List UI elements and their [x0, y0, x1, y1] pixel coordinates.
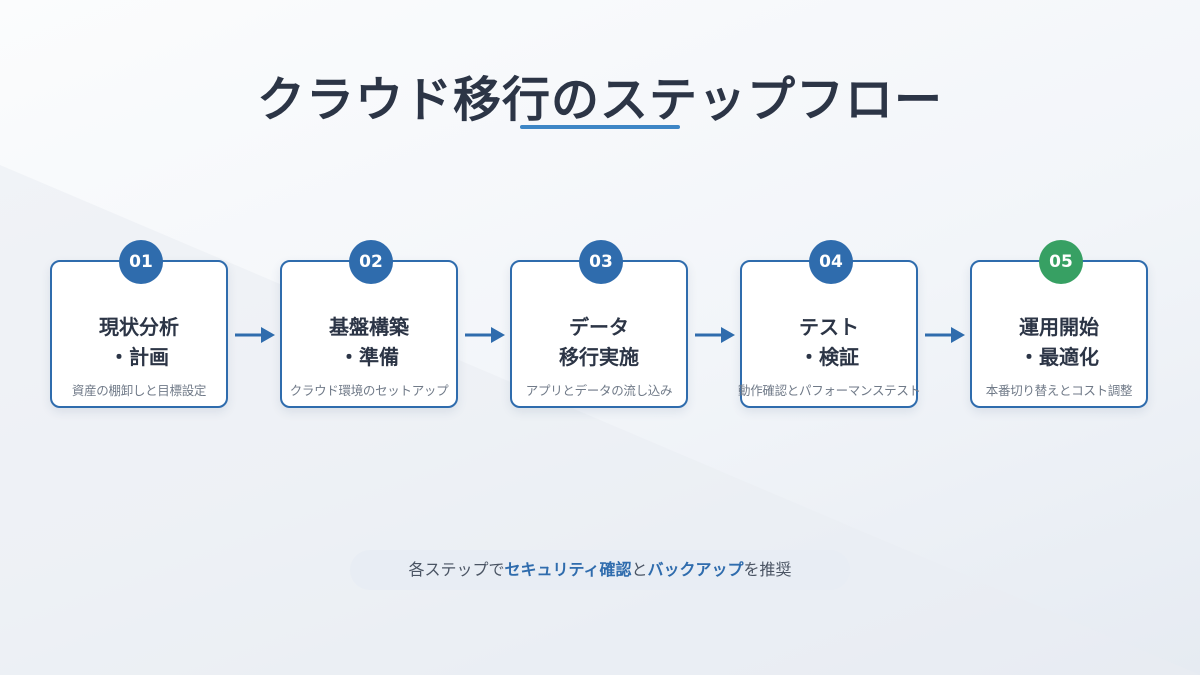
step-title: 運用開始 ・最適化 [972, 312, 1146, 372]
step-number-badge: 01 [119, 240, 163, 284]
step-title: 基盤構築 ・準備 [282, 312, 456, 372]
note-suffix: を推奨 [743, 560, 792, 579]
step-title: 現状分析 ・計画 [52, 312, 226, 372]
step-title-line2: ・計画 [109, 345, 169, 369]
step-description: クラウド環境のセットアップ [289, 383, 449, 398]
step-title-line1: 現状分析 [99, 315, 179, 339]
step-title-line1: テスト [799, 315, 859, 339]
step-number-badge: 03 [579, 240, 623, 284]
page-title: クラウド移行のステップフロー [256, 72, 943, 128]
step-number-badge: 04 [809, 240, 853, 284]
step-card-4: 04 テスト ・検証 動作確認とパフォーマンステスト [738, 240, 921, 408]
step-title-line1: 運用開始 [1019, 315, 1099, 339]
arrow-right-icon [925, 327, 965, 343]
arrow-right-icon [235, 327, 275, 343]
note-middle: と [631, 560, 648, 579]
title-underline [520, 125, 680, 129]
arrow-right-icon [465, 327, 505, 343]
note-highlight-security: セキュリティ確認 [504, 560, 632, 579]
step-description: 資産の棚卸しと目標設定 [71, 383, 207, 398]
step-description: 動作確認とパフォーマンステスト [738, 383, 921, 398]
step-number-badge: 05 [1039, 240, 1083, 284]
step-title-line2: ・検証 [799, 345, 859, 369]
arrow-right-icon [695, 327, 735, 343]
step-card-3: 03 データ 移行実施 アプリとデータの流し込み [510, 240, 688, 408]
step-title-line1: 基盤構築 [329, 315, 409, 339]
step-title: テスト ・検証 [742, 312, 916, 372]
step-title-line2: ・最適化 [1019, 345, 1099, 369]
step-card-2: 02 基盤構築 ・準備 クラウド環境のセットアップ [280, 240, 458, 408]
step-title: データ 移行実施 [512, 312, 686, 372]
note-prefix: 各ステップで [408, 560, 505, 579]
step-title-line1: データ [569, 315, 629, 339]
step-title-line2: ・準備 [339, 345, 399, 369]
step-description: アプリとデータの流し込み [525, 383, 673, 398]
step-number-badge: 02 [349, 240, 393, 284]
step-description: 本番切り替えとコスト調整 [985, 383, 1133, 398]
step-card-5: 05 運用開始 ・最適化 本番切り替えとコスト調整 [970, 240, 1148, 408]
recommendation-note: 各ステップでセキュリティ確認とバックアップを推奨 [350, 550, 850, 590]
note-highlight-backup: バックアップ [647, 560, 744, 579]
step-title-line2: 移行実施 [559, 345, 639, 369]
step-card-1: 01 現状分析 ・計画 資産の棚卸しと目標設定 [50, 240, 228, 408]
